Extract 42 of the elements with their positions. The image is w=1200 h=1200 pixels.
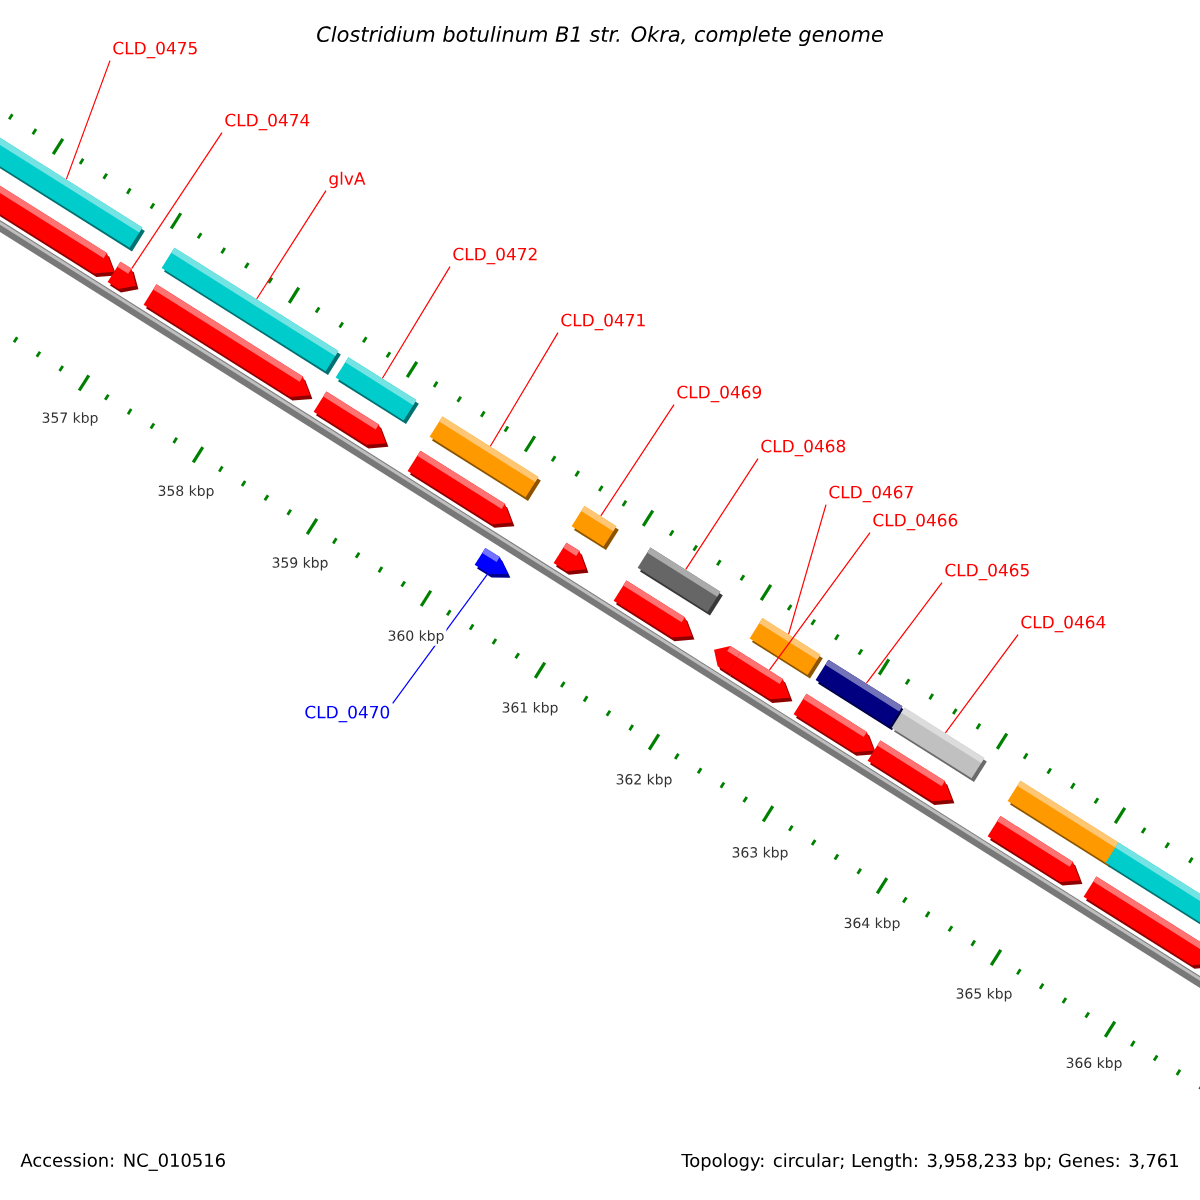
leader-line [768,532,871,671]
leader-line [865,582,943,684]
gene-bar [815,659,905,731]
gene-label: CLD_0475 [113,41,197,59]
gene-feature [474,547,511,578]
gene-label: CLD_0474 [225,113,310,131]
gene-bar [429,416,541,501]
gene-bar [1007,780,1123,868]
gene-label: CLD_0469 [677,385,762,403]
leader-line [685,458,759,570]
leader-line [944,634,1019,734]
gene-feature [727,652,793,703]
footer-text: Accession: NC_010516 [20,1153,225,1171]
gene-label: CLD_0471 [561,313,645,331]
leader-line [256,189,327,300]
leader-line [131,132,223,269]
leader-line [392,573,489,704]
gene-label: glvA [329,171,366,189]
gene-feature [553,542,589,575]
gene-feature [107,261,139,293]
gene-bar [0,134,145,252]
gene-bar [1105,842,1200,930]
gene-bar [749,618,823,679]
gene-bar [571,505,619,551]
leader-line [600,404,675,517]
gene-bar [161,247,341,375]
leader-line [65,60,111,180]
gene-label: CLD_0468 [761,439,846,457]
gene-bar [335,357,419,425]
gene-label: CLD_0464 [1021,615,1106,633]
gene-label: CLD_0465 [945,563,1029,581]
footer-text: Topology: circular; Length: 3,958,233 bp; Genes: 3,761 [681,1153,1178,1171]
gene-bar [637,547,723,616]
leader-line [381,266,451,379]
leader-line [788,504,827,635]
gene-label: CLD_0472 [453,247,537,265]
title: Clostridium botulinum B1 str. Okra, complete genome [317,25,883,47]
gene-bar [891,707,987,782]
gene-label: CLD_0466 [873,513,958,531]
gene-label: CLD_0467 [829,485,913,503]
gene-label: CLD_0470 [305,705,390,723]
leader-line [489,332,559,447]
